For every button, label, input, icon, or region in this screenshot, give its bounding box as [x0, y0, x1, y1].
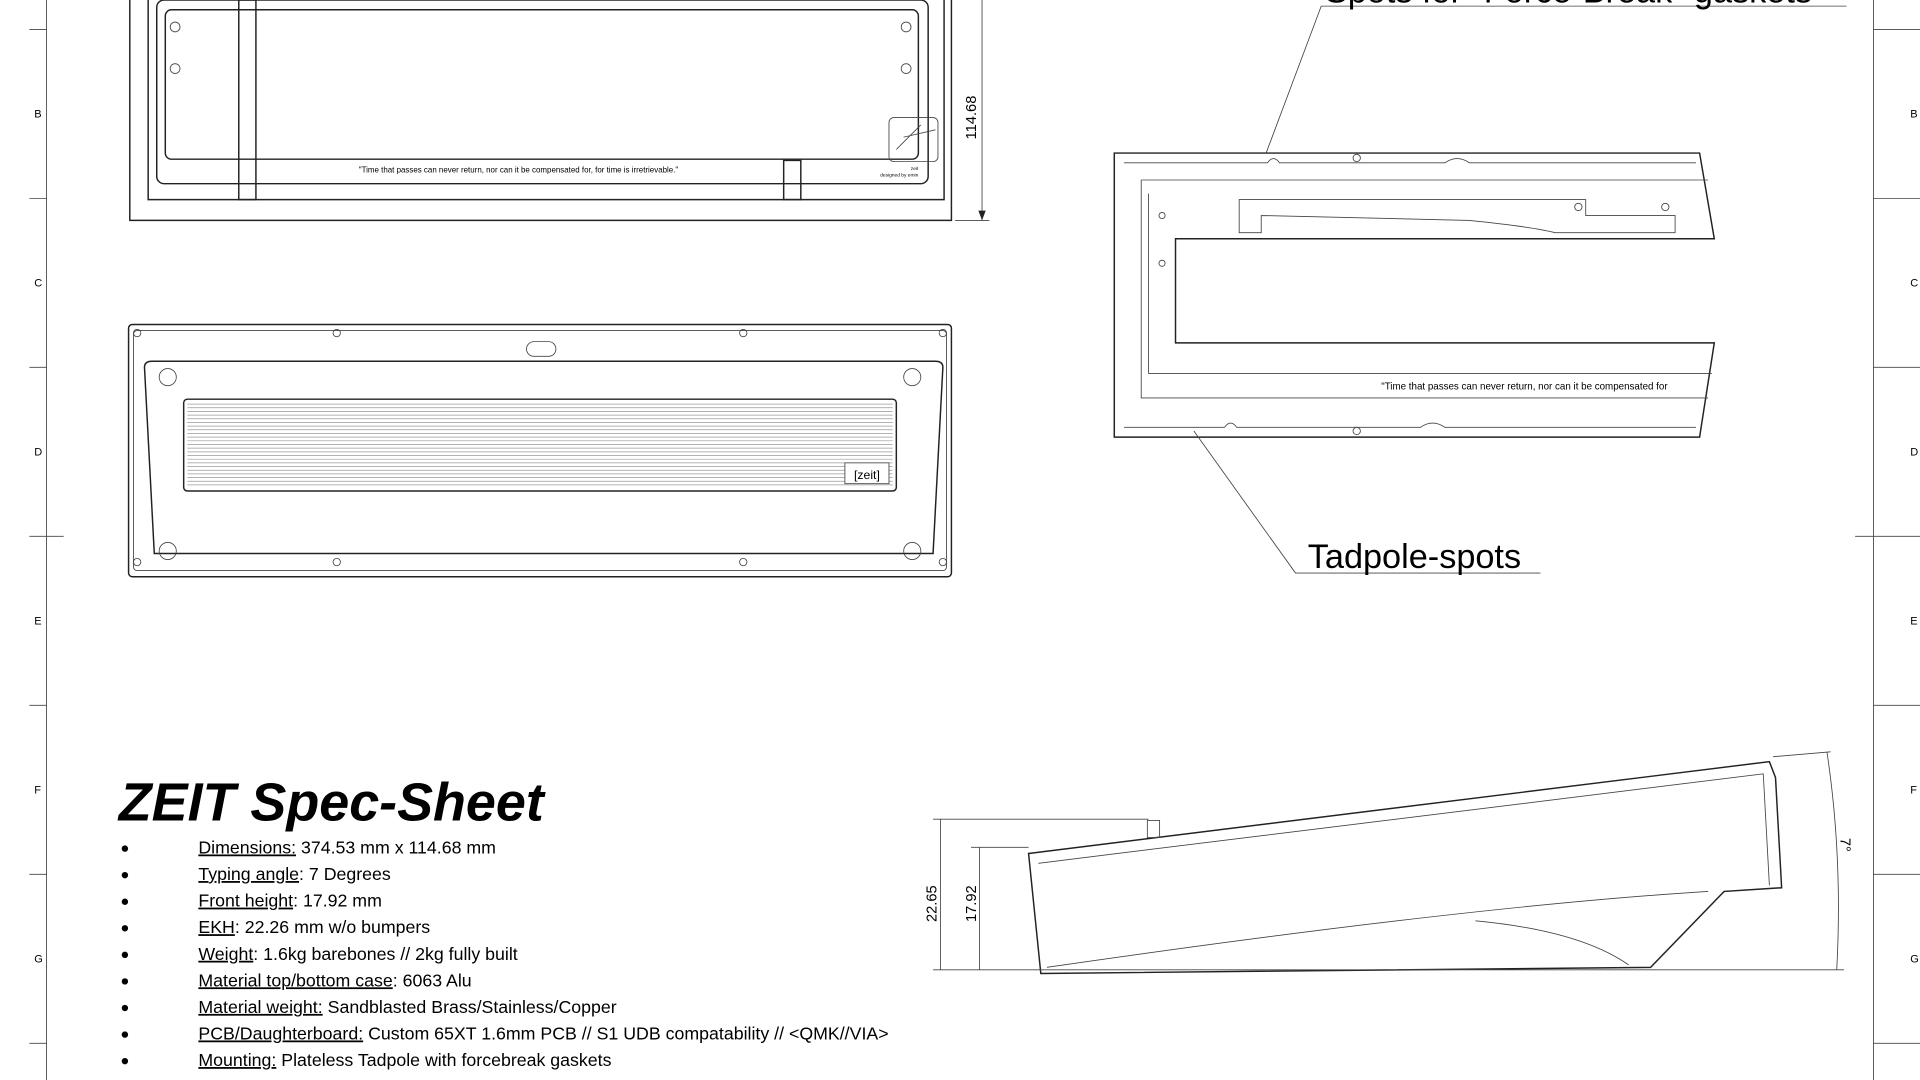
bullet-icon — [121, 845, 129, 852]
bullet-icon — [121, 1031, 129, 1038]
spec-value: Plateless Tadpole with forcebreak gasket… — [276, 1050, 611, 1070]
spec-label: EKH — [198, 917, 235, 937]
spec-item: PCB/Daughterboard: Custom 65XT 1.6mm PCB… — [198, 1023, 888, 1043]
spec-sheet: ZEIT Spec-Sheet Dimensions: 374.53 mm x … — [117, 772, 889, 1070]
zone-letter-right: E — [1910, 615, 1917, 627]
zone-letter-right: D — [1910, 447, 1918, 459]
bullet-icon — [121, 1004, 129, 1012]
spec-value: Sandblasted Brass/Stainless/Copper — [323, 997, 617, 1017]
bullet-icon — [121, 1057, 129, 1065]
spec-item: Weight: 1.6kg barebones // 2kg fully bui… — [198, 944, 517, 964]
spec-value: : 22.26 mm w/o bumpers — [235, 917, 430, 937]
spec-label: Material top/bottom case — [198, 970, 392, 990]
zone-letter-left: E — [34, 615, 41, 627]
bullet-icon — [121, 951, 129, 959]
zone-letter-right: C — [1910, 278, 1918, 290]
spec-item: Material weight: Sandblasted Brass/Stain… — [198, 997, 616, 1017]
spec-label: Front height — [198, 891, 293, 911]
rear-height-dimension: 22.65 — [925, 885, 941, 922]
zone-letter-left: F — [34, 784, 41, 796]
height-dimension: 114.68 — [964, 96, 980, 140]
profile-view: 22.65 17.92 7° — [925, 751, 1852, 975]
designer-engraving: designed by emin — [880, 172, 919, 178]
spec-value: : 1.6kg barebones // 2kg fully built — [253, 944, 518, 964]
spec-sheet-title: ZEIT Spec-Sheet — [117, 772, 546, 832]
zone-letter-left: C — [34, 278, 42, 290]
spec-item: Mounting: Plateless Tadpole with forcebr… — [198, 1050, 611, 1070]
brand-engraving: zeit — [911, 166, 919, 172]
zone-letter-left: B — [34, 109, 41, 121]
spec-label: Dimensions: — [198, 837, 296, 857]
spec-label: Material weight: — [198, 997, 322, 1017]
bullet-icon — [121, 925, 129, 932]
spec-value: Custom 65XT 1.6mm PCB // S1 UDB compatab… — [363, 1023, 888, 1043]
signature-logo — [896, 124, 936, 150]
spec-item: Front height: 17.92 mm — [198, 891, 382, 911]
zone-letter-right: F — [1910, 784, 1917, 796]
spec-label: PCB/Daughterboard: — [198, 1023, 363, 1043]
spec-item: EKH: 22.26 mm w/o bumpers — [198, 917, 430, 937]
top-view: "Time that passes can never return, nor … — [129, 0, 990, 222]
spec-label: Mounting: — [198, 1050, 276, 1070]
spec-value: : 17.92 mm — [293, 891, 382, 911]
zone-letter-left: G — [34, 953, 43, 965]
spec-value: : 7 Degrees — [299, 864, 391, 884]
callout-tadpole-spots: Tadpole-spots — [1308, 538, 1521, 576]
spec-label: Weight — [198, 944, 253, 964]
bullet-icon — [121, 978, 129, 985]
callout-force-break-gaskets: Spots for "Force-Break" gaskets — [1325, 0, 1812, 10]
engraved-quote: "Time that passes can never return, nor … — [359, 166, 679, 175]
section-view: "Time that passes can never return, nor … — [1113, 0, 1847, 576]
section-engraved-quote: "Time that passes can never return, nor … — [1381, 381, 1668, 392]
bullet-icon — [121, 898, 129, 905]
spec-item: Typing angle: 7 Degrees — [198, 864, 391, 884]
spec-value: : 6063 Alu — [393, 970, 472, 990]
spec-value: 374.53 mm x 114.68 mm — [296, 837, 496, 857]
spec-item: Material top/bottom case: 6063 Alu — [198, 970, 471, 990]
spec-label: Typing angle — [198, 864, 299, 884]
zone-letter-right: G — [1910, 953, 1919, 965]
angle-dimension: 7° — [1836, 838, 1852, 852]
bottom-view: [zeit] — [127, 323, 953, 578]
zone-letter-right: B — [1910, 109, 1917, 121]
bullet-icon — [121, 871, 129, 879]
ventilation-ribs — [187, 403, 893, 486]
zeit-badge: [zeit] — [854, 468, 880, 482]
spec-item: Dimensions: 374.53 mm x 114.68 mm — [198, 837, 496, 857]
zone-letter-left: D — [34, 447, 42, 459]
drawing-frame: B C D E F G B C D E F G — [29, 0, 1920, 1080]
front-height-dimension: 17.92 — [964, 885, 980, 922]
